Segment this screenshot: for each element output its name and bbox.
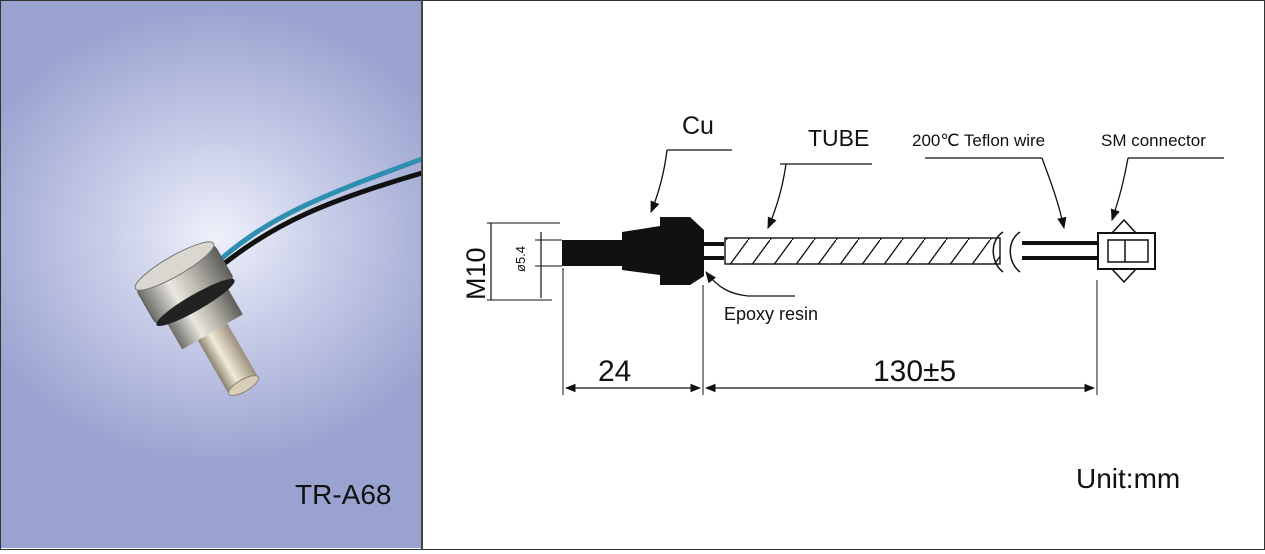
dim-cable-length: 130±5 [873, 355, 956, 388]
product-photo-panel: TR-A68 [1, 1, 423, 548]
unit-note: Unit:mm [1076, 463, 1181, 494]
probe-shape [562, 240, 624, 266]
technical-drawing: Cu TUBE 200℃ Teflon wire SM connector Ep… [423, 0, 1264, 549]
dim-thread: M10 [461, 247, 491, 300]
tube-shape [724, 237, 1001, 265]
probe-tip [197, 323, 259, 395]
blue-wire [219, 156, 423, 261]
callout-tube: TUBE [808, 125, 869, 151]
leader-tube [767, 163, 787, 230]
callout-wire: 200℃ Teflon wire [912, 131, 1045, 150]
callout-epoxy: Epoxy resin [724, 304, 818, 324]
panel-divider [421, 0, 423, 550]
dim-diameter: ø5.4 [513, 246, 528, 272]
thread-body [163, 281, 243, 350]
sensor-photo [134, 156, 423, 397]
drawing-svg: Cu TUBE 200℃ Teflon wire SM connector Ep… [461, 112, 1224, 395]
cu-sleeve-shape [622, 217, 704, 285]
callout-cu: Cu [682, 112, 714, 140]
black-wire [223, 170, 423, 265]
leader-wire [1041, 157, 1067, 230]
leader-epoxy [705, 271, 795, 297]
model-label: TR-A68 [295, 479, 392, 510]
dim-probe-length: 24 [598, 355, 631, 388]
callout-connector: SM connector [1101, 131, 1206, 150]
leader-connector [1110, 157, 1129, 222]
connector-shape [1097, 218, 1156, 284]
leader-cu [650, 149, 668, 214]
